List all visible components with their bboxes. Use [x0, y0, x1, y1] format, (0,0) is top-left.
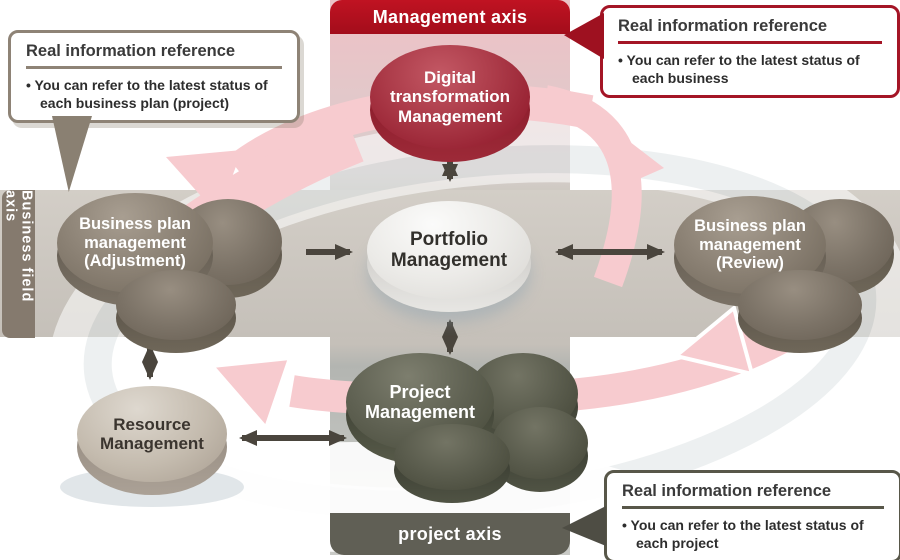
- node-label: Resource Management: [100, 414, 204, 453]
- callout-body: • You can refer to the latest status of …: [26, 76, 268, 111]
- node-label: Business plan management (Adjustment): [79, 215, 191, 271]
- adjustment-cluster-bottom-ellipse: [116, 270, 236, 353]
- node-label: Digital transformation Management: [390, 68, 510, 126]
- business-field-axis-label: Business field axis: [2, 190, 35, 338]
- callout-top-left-tail: [52, 116, 92, 192]
- node-label: Business plan management (Review): [694, 217, 806, 273]
- callout-top-right-tail: [564, 13, 604, 59]
- review-cluster-bottom-ellipse: [738, 270, 862, 353]
- node-label: Portfolio Management: [390, 228, 508, 271]
- node-resource-management: Resource Management: [77, 386, 227, 495]
- callout-title: Real information reference: [26, 42, 236, 60]
- callout-divider: [622, 506, 884, 509]
- node-portfolio-management: Portfolio Management: [367, 201, 531, 312]
- callout-top-left: Real information reference • You can ref…: [8, 30, 300, 123]
- callout-title: Real information reference: [622, 482, 832, 500]
- callout-title: Real information reference: [618, 17, 828, 35]
- project-cluster-bottom-ellipse: [394, 424, 510, 503]
- callout-body: • You can refer to the latest status of …: [622, 516, 864, 551]
- callout-bottom-right: Real information reference • You can ref…: [604, 470, 900, 560]
- node-digital-transformation-management: Digital transformation Management: [370, 45, 530, 162]
- callout-body: • You can refer to the latest status of …: [618, 51, 860, 86]
- project-axis-footer: project axis: [330, 513, 570, 555]
- callout-divider: [618, 41, 882, 44]
- callout-divider: [26, 66, 282, 69]
- management-axis-header: Management axis: [330, 0, 570, 34]
- callout-top-right: Real information reference • You can ref…: [600, 5, 900, 98]
- node-label: Project Management: [364, 381, 476, 422]
